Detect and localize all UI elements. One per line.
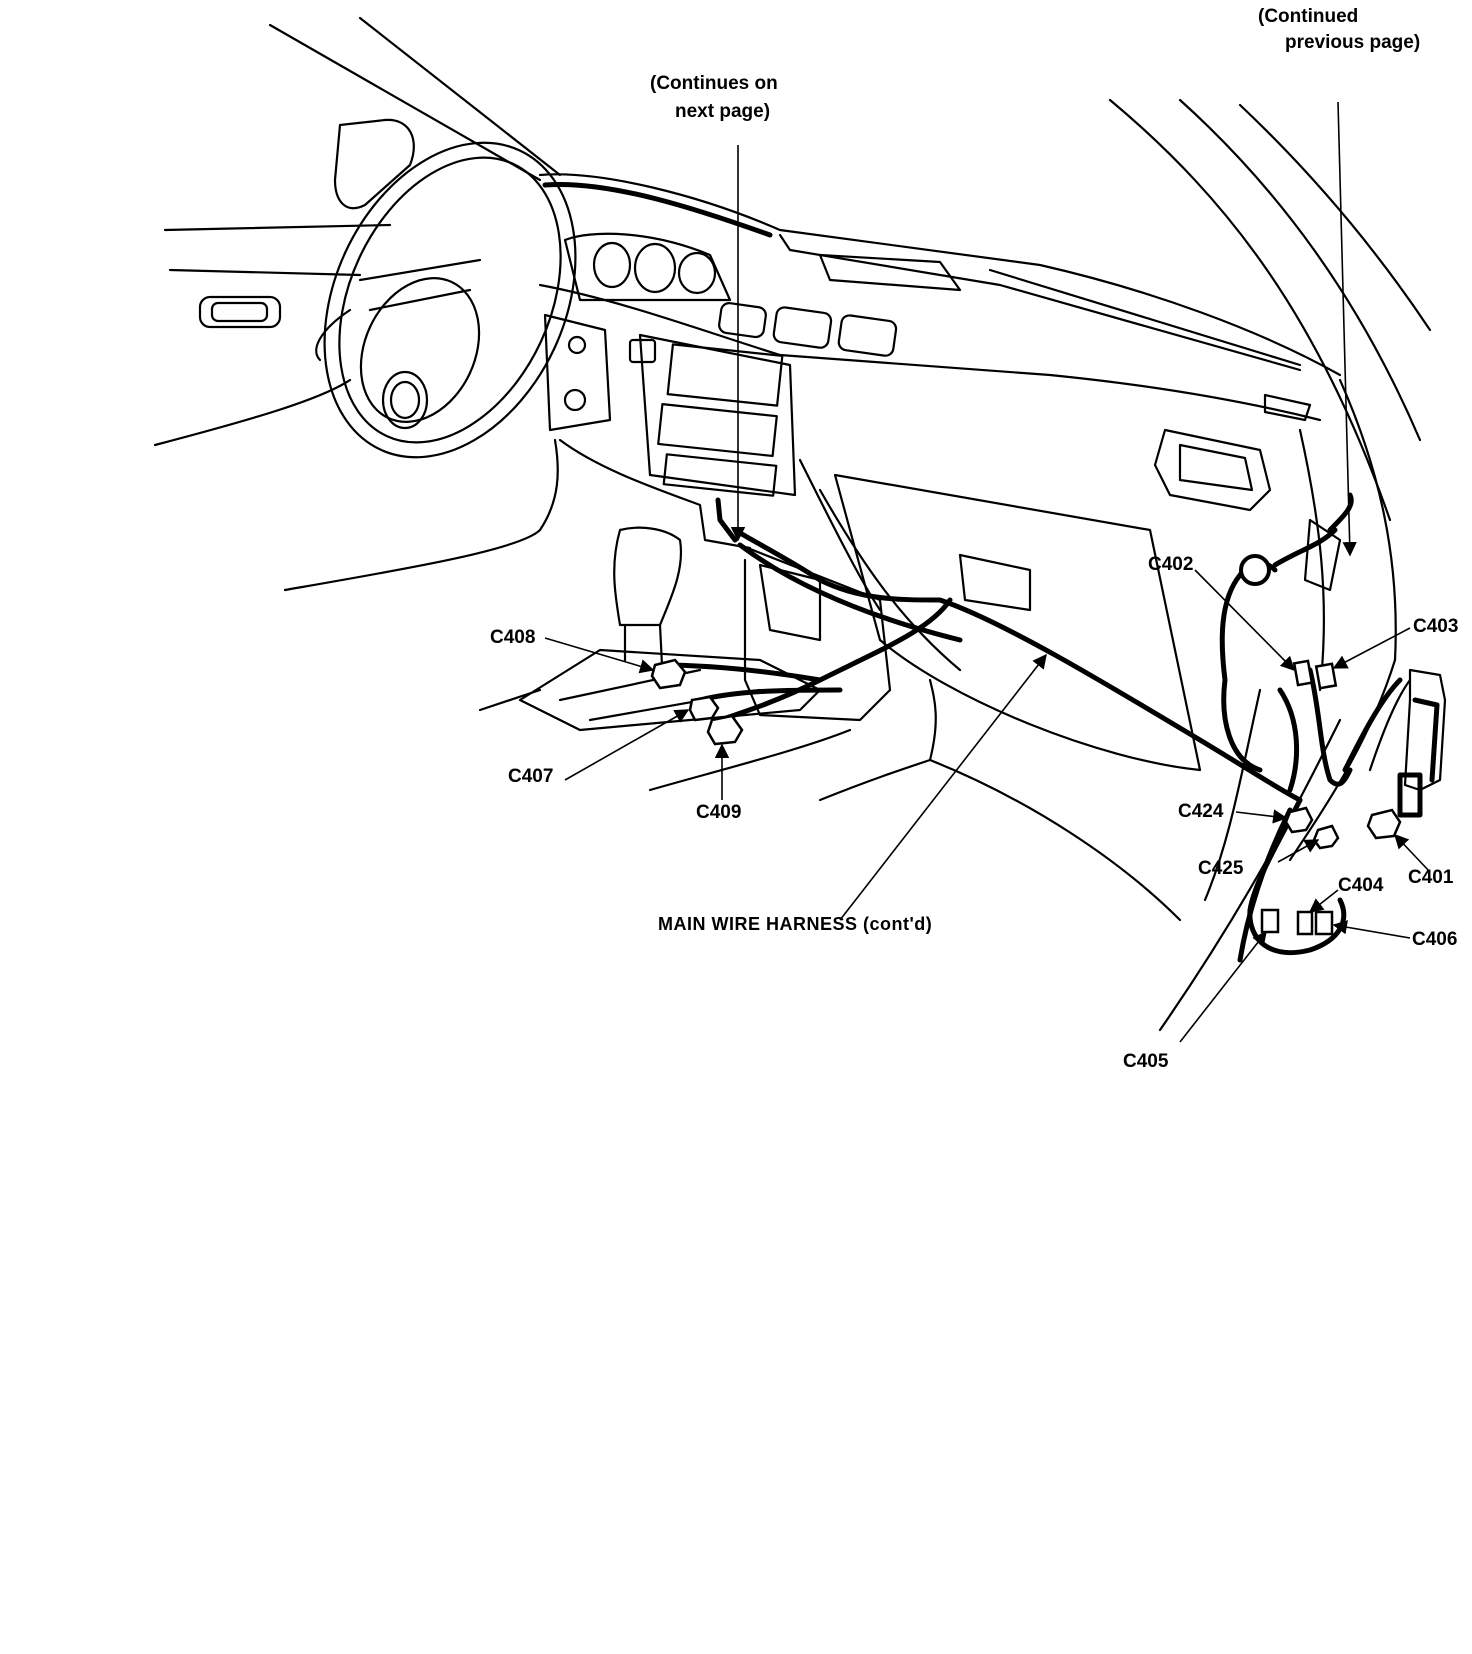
c401-plug: [1366, 808, 1402, 840]
c402-plug: [1292, 659, 1314, 687]
c425-plug: [1312, 824, 1340, 850]
c424-plug: [1284, 806, 1314, 834]
c403-leader: [1332, 627, 1411, 669]
c404-label: C404: [1338, 875, 1384, 896]
c424-leader: [1235, 809, 1288, 824]
connector-plugs: [650, 658, 1402, 936]
labels: (Continued previous page) (Continues on …: [490, 6, 1458, 1072]
continued-note-line2: previous page): [1285, 32, 1420, 53]
c403-label: C403: [1413, 616, 1458, 637]
vehicle-interior-drawing: [153, 16, 1447, 1032]
c406-label: C406: [1412, 929, 1457, 950]
c408-label: C408: [490, 627, 535, 648]
continues-note-line2: next page): [675, 101, 770, 122]
harness-leader: [839, 653, 1047, 921]
c404-plug: [1296, 910, 1314, 936]
c408-leader: [544, 637, 655, 674]
c425-leader: [1277, 839, 1320, 863]
c405-leader: [1179, 930, 1267, 1043]
c407-leader: [564, 709, 690, 781]
c403-plug: [1314, 662, 1338, 690]
c406-leader: [1332, 920, 1411, 939]
c425-label: C425: [1198, 858, 1244, 879]
main-wire-harness: [657, 492, 1403, 963]
c408-plug: [650, 658, 687, 690]
c401-label: C401: [1408, 867, 1454, 888]
c404-leader: [1308, 889, 1339, 913]
callout-leaders: [544, 101, 1431, 1043]
continued-leader: [1337, 101, 1357, 557]
main-wire-harness-label: MAIN WIRE HARNESS (cont'd): [658, 914, 932, 934]
c424-label: C424: [1178, 801, 1224, 822]
continues-note-line1: (Continues on: [650, 73, 778, 94]
c405-plug: [1260, 908, 1280, 934]
c407-plug: [688, 695, 720, 722]
c401-leader: [1394, 833, 1431, 873]
c405-label: C405: [1123, 1051, 1169, 1072]
c402-label: C402: [1148, 554, 1193, 575]
c409-label: C409: [696, 802, 741, 823]
c409-plug: [706, 714, 744, 746]
c406-plug: [1314, 910, 1334, 936]
continued-note-line1: (Continued: [1258, 6, 1358, 27]
c402-leader: [1194, 569, 1296, 672]
c407-label: C407: [508, 766, 553, 787]
